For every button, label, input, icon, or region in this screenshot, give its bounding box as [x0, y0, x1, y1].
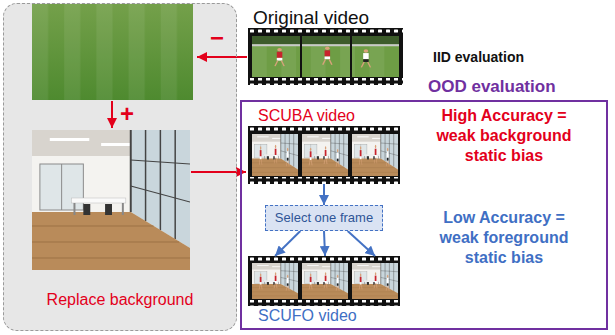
players: [259, 145, 289, 166]
background-replacement-panel: Replace background: [3, 3, 237, 331]
replace-arrow: [191, 171, 246, 173]
video-frame: [352, 134, 398, 176]
players: [309, 146, 339, 166]
frame-divider: [300, 36, 302, 77]
scufo-video-strip: SCUFO video: [248, 256, 400, 328]
frame-divider: [350, 36, 352, 77]
panel-fill: [3, 3, 237, 331]
result-note: High Accuracy = weak background static b…: [428, 106, 580, 166]
video-frame: [302, 134, 348, 176]
players: [359, 145, 389, 166]
video-frame: [252, 36, 399, 77]
players: [259, 272, 289, 290]
flow-arrow: [323, 184, 325, 205]
video-frame: [302, 263, 348, 299]
select-frame-box: Select one frame: [265, 205, 383, 231]
original-video-strip: Original video: [248, 8, 403, 85]
section-heading: IID evaluation: [433, 48, 524, 66]
subtract-arrow: [197, 56, 247, 58]
sprocket-holes: [248, 256, 400, 262]
film-base: [248, 126, 400, 184]
video-title: Original video: [248, 8, 403, 28]
red-arrows: [112, 57, 247, 172]
sprocket-holes: [248, 300, 400, 306]
film-strip: [248, 28, 403, 85]
grass-background-photo: [32, 4, 193, 100]
process-label: Select one frame: [275, 210, 373, 226]
operation-sign: −: [210, 26, 224, 50]
office-background-photo: [32, 130, 190, 270]
video-frame: [352, 263, 398, 299]
add-arrow: [111, 101, 113, 128]
video-frame: [252, 263, 298, 299]
players: [359, 272, 389, 290]
film-base: [248, 256, 400, 306]
players: [275, 47, 371, 68]
operation-sign: +: [120, 102, 134, 126]
film-base: [248, 28, 403, 85]
sprocket-holes: [248, 177, 400, 184]
scuba-video-strip: SCUBA video: [248, 106, 400, 184]
sprocket-holes: [248, 126, 400, 133]
video-title: SCUBA video: [248, 106, 400, 126]
flow-arrow: [275, 231, 300, 256]
flow-arrow: [348, 231, 375, 256]
flow-arrow: [324, 231, 325, 256]
section-heading: OOD evaluation: [428, 77, 556, 97]
sprocket-holes: [248, 28, 403, 35]
video-frame: [252, 134, 298, 176]
film-strip: [248, 126, 400, 184]
film-strip: [248, 256, 400, 306]
players: [309, 272, 339, 290]
result-note: Low Accuracy = weak foreground static bi…: [428, 208, 580, 268]
panel-caption: Replace background: [4, 290, 236, 310]
sprocket-holes: [248, 78, 403, 85]
video-title: SCUFO video: [248, 306, 400, 326]
